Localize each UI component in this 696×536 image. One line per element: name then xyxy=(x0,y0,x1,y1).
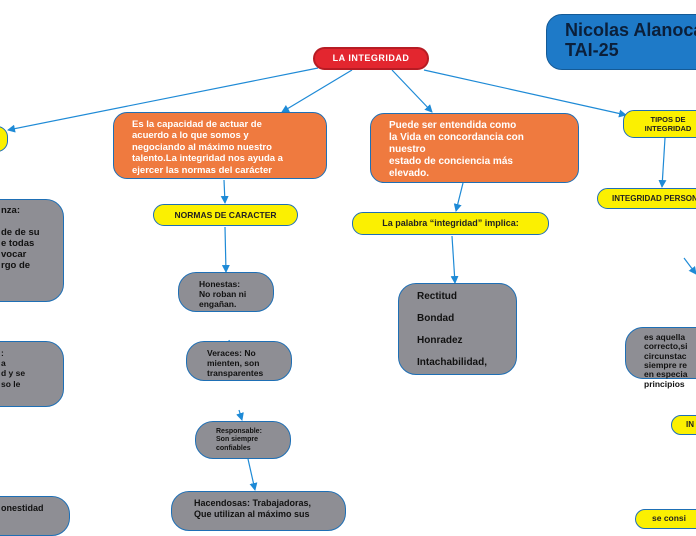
implica-item-honradez: Honradez xyxy=(417,335,463,346)
partial-node-right[interactable]: IN xyxy=(671,415,696,435)
normas-item-honestas[interactable]: Honestas: No roban ni engañan. xyxy=(178,272,274,312)
normas-item-responsable[interactable]: Responsable: Son siempre confiables xyxy=(195,421,291,459)
left-partial-box-2[interactable]: : a d y se so le xyxy=(0,341,64,407)
definition-node-capacity[interactable]: Es la capacidad de actuar de acuerdo a l… xyxy=(113,112,327,179)
tipos-integridad-node[interactable]: TIPOS DE INTEGRIDAD xyxy=(623,110,696,138)
normas-caracter-node[interactable]: NORMAS DE CARACTER xyxy=(153,204,298,226)
implica-item-bondad: Bondad xyxy=(417,313,455,324)
normas-item-veraces[interactable]: Veraces: No mienten, son transparentes xyxy=(186,341,292,381)
left-partial-box-3[interactable]: onestidad xyxy=(0,496,70,536)
integridad-personal-desc[interactable]: es aquella correcto,si circunstac siempr… xyxy=(625,327,696,388)
author-code: TAI-25 xyxy=(565,39,619,60)
left-partial-box-1[interactable]: nza: de de su e todas vocar rgo de xyxy=(0,199,64,302)
implica-list-node[interactable]: Rectitud Bondad Honradez Intachabilidad, xyxy=(398,283,517,375)
root-node[interactable]: LA INTEGRIDAD xyxy=(313,47,429,70)
integridad-implica-node[interactable]: La palabra “integridad” implica: xyxy=(352,212,549,235)
implica-item-intachabilidad: Intachabilidad, xyxy=(417,357,488,368)
partial-node-bottom-right[interactable]: se consi xyxy=(635,509,696,529)
normas-item-hacendosas[interactable]: Hacendosas: Trabajadoras, Que utilizan a… xyxy=(171,491,346,531)
author-name: Nicolas Alanoca xyxy=(565,20,696,40)
author-title-box: Nicolas Alanoca TAI-25 xyxy=(546,14,696,70)
integridad-personal-node[interactable]: INTEGRIDAD PERSONAL xyxy=(597,188,696,209)
connector-lines xyxy=(7,67,696,491)
implica-item-rectitud: Rectitud xyxy=(417,291,457,302)
definition-node-life[interactable]: Puede ser entendida como la Vida en conc… xyxy=(370,113,579,183)
